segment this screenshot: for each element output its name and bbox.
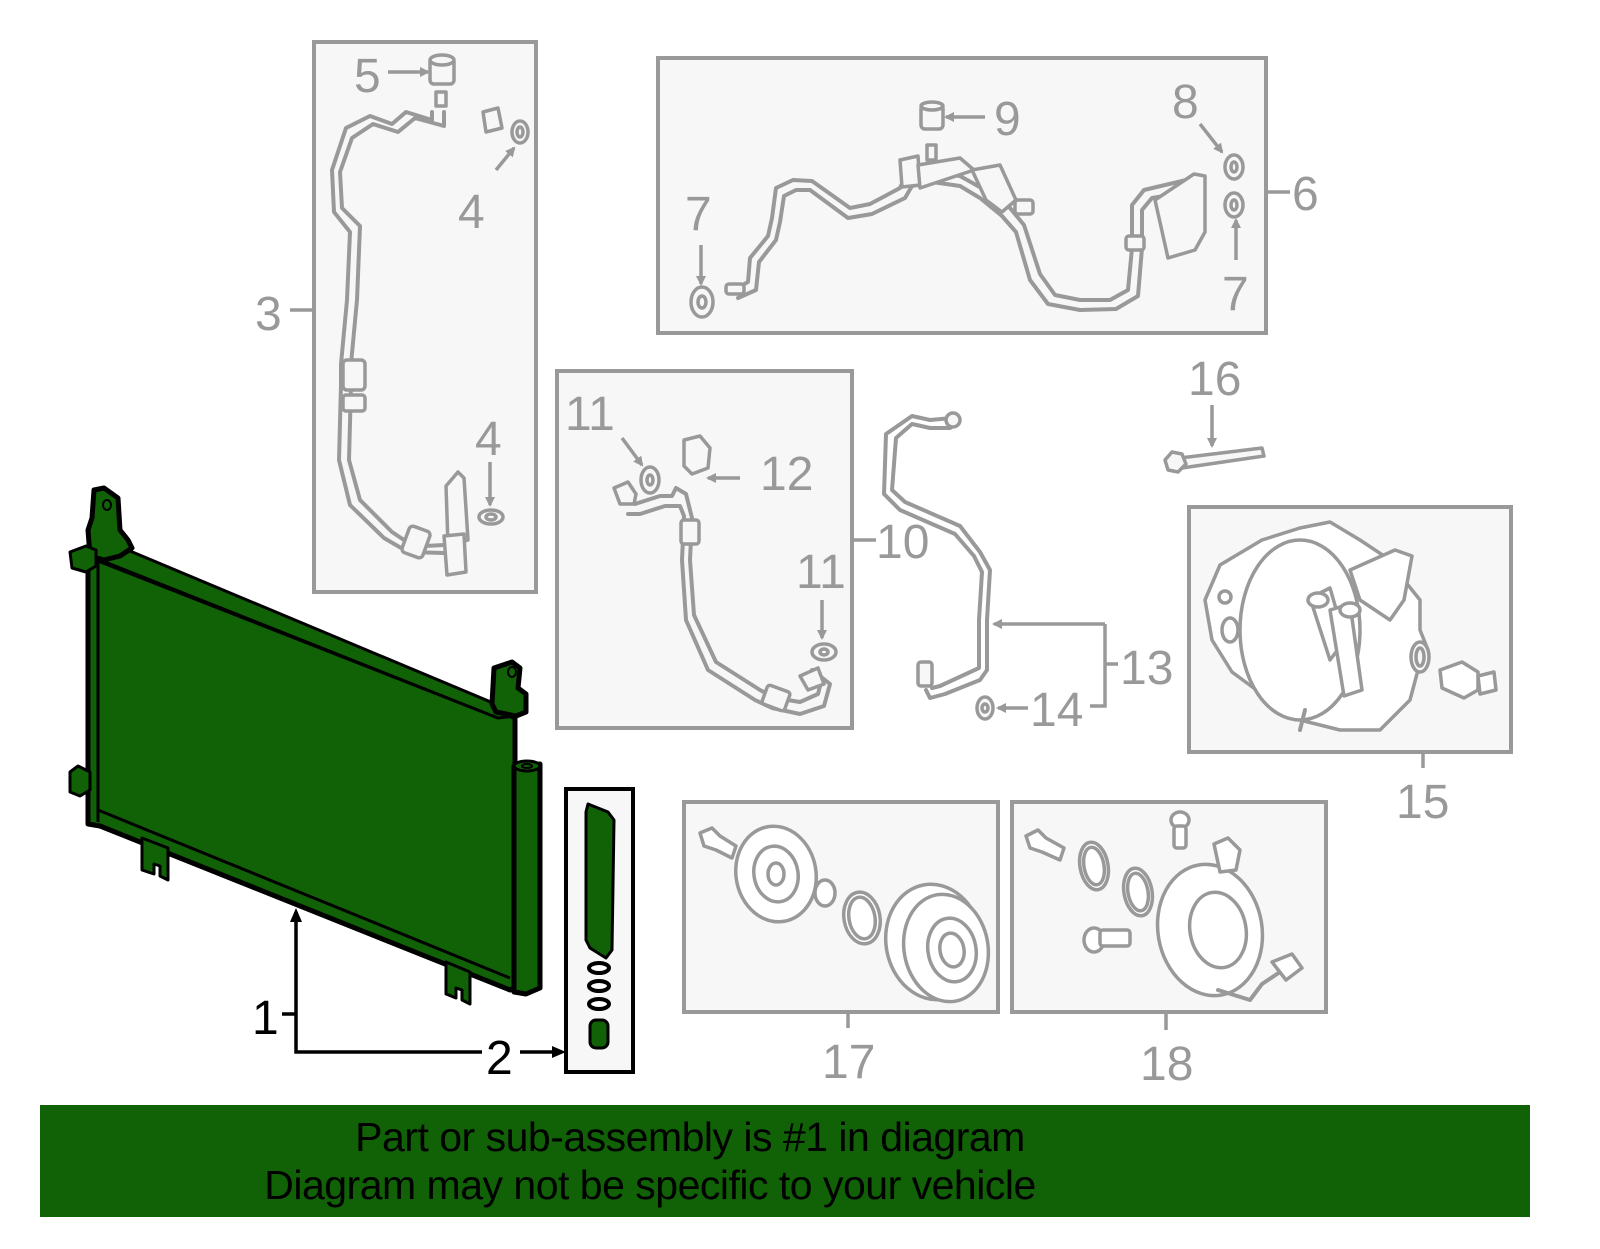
panel-part-18[interactable] — [1010, 800, 1328, 1014]
callout-8[interactable]: 8 — [1172, 76, 1199, 129]
callout-1[interactable]: 1 — [252, 992, 279, 1045]
panel-part-17[interactable] — [682, 800, 1000, 1014]
callout-12[interactable]: 12 — [760, 448, 813, 501]
banner-line-2: Diagram may not be specific to your vehi… — [264, 1162, 1036, 1208]
callout-13[interactable]: 13 — [1120, 642, 1173, 695]
callout-16[interactable]: 16 — [1188, 353, 1241, 406]
callout-4-lower[interactable]: 4 — [475, 413, 502, 466]
callout-15[interactable]: 15 — [1396, 776, 1449, 829]
panel-part-6[interactable] — [656, 56, 1268, 335]
callout-7-left[interactable]: 7 — [685, 188, 712, 241]
banner-line-1: Part or sub-assembly is #1 in diagram — [355, 1114, 1025, 1160]
callout-14[interactable]: 14 — [1030, 684, 1083, 737]
panel-part-3[interactable] — [312, 40, 538, 594]
callout-4-upper[interactable]: 4 — [458, 186, 485, 239]
callout-7-right[interactable]: 7 — [1222, 268, 1249, 321]
callout-11-lower[interactable]: 11 — [796, 546, 846, 599]
panel-part-15[interactable] — [1187, 505, 1513, 754]
panel-part-2[interactable] — [564, 787, 635, 1074]
callout-3[interactable]: 3 — [255, 288, 282, 341]
callout-6[interactable]: 6 — [1292, 168, 1319, 221]
panel-part-10[interactable] — [555, 369, 854, 730]
part-13-liquid-line[interactable] — [882, 411, 995, 721]
part-1-condenser[interactable] — [68, 485, 543, 1006]
part-16-bolt[interactable] — [1163, 446, 1266, 474]
notice-banner: Part or sub-assembly is #1 in diagram Di… — [40, 1105, 1530, 1217]
callout-17[interactable]: 17 — [822, 1036, 875, 1089]
callout-2[interactable]: 2 — [486, 1032, 513, 1085]
callout-18[interactable]: 18 — [1140, 1038, 1193, 1091]
callout-9[interactable]: 9 — [994, 93, 1021, 146]
callout-5[interactable]: 5 — [354, 50, 381, 103]
callout-11-upper[interactable]: 11 — [565, 388, 615, 441]
callout-10[interactable]: 10 — [876, 516, 929, 569]
